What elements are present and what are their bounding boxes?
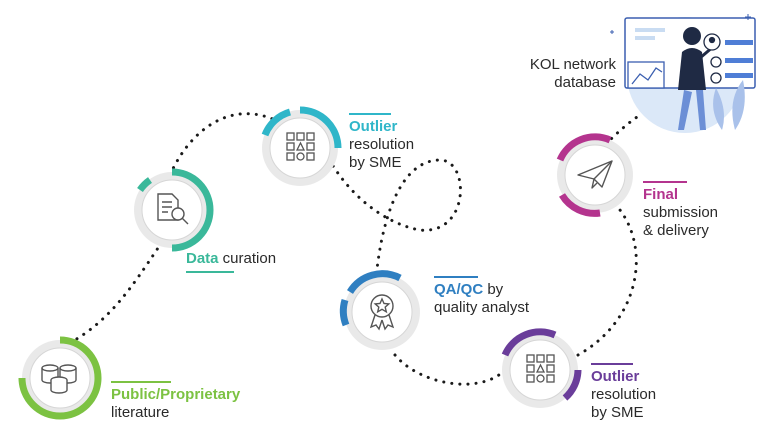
accent-bar — [434, 276, 478, 278]
step-public-text: literature — [111, 404, 170, 421]
step-curation-text: curation — [218, 250, 277, 267]
step-outlier2-title: Outlier — [591, 368, 640, 385]
step-qa-label: QA/QC by quality analyst — [434, 276, 529, 317]
accent-bar — [591, 363, 633, 365]
step-public-node — [18, 336, 102, 420]
step-outlier2-label: Outlier resolution by SME — [591, 363, 656, 422]
grid-shapes-icon — [286, 132, 315, 161]
user-avatar-icon — [703, 33, 722, 84]
step-curation-node — [134, 168, 214, 252]
step-outlier1-line3: by SME — [349, 154, 402, 171]
document-search-icon — [157, 193, 189, 225]
accent-bar — [349, 113, 391, 115]
leaf-decoration — [713, 80, 745, 130]
step-final-line3: & delivery — [643, 222, 709, 239]
step-qa-title: QA/QC — [434, 281, 484, 298]
step-qa-node — [339, 270, 420, 350]
step-final-title: Final — [643, 186, 679, 203]
step-outlier1-node — [261, 106, 342, 186]
database-icon — [41, 364, 77, 394]
step-curation-label: Data curation — [186, 250, 276, 276]
step-outlier2-line2: resolution — [591, 386, 657, 403]
step-qa-text: by — [483, 281, 504, 298]
step-outlier1-line2: resolution — [349, 136, 415, 153]
step-outlier2-line3: by SME — [591, 404, 644, 421]
step-outlier1-title: Outlier — [349, 118, 398, 135]
step-curation-title: Data — [186, 250, 219, 267]
person-icon — [678, 27, 715, 130]
kol-label: KOL network database — [518, 56, 616, 92]
step-qa-line2: quality analyst — [434, 299, 530, 316]
paper-plane-icon — [577, 160, 613, 189]
kol-illustration — [610, 14, 756, 133]
accent-bar — [643, 181, 687, 183]
step-public-label: Public/Proprietary literature — [111, 381, 240, 422]
accent-bar — [186, 271, 234, 273]
step-outlier2-node — [501, 328, 582, 408]
step-final-line2: submission — [643, 204, 719, 221]
grid-shapes-icon — [526, 354, 555, 383]
sparkle-decoration — [610, 14, 751, 34]
line-chart-icon — [627, 61, 665, 89]
accent-bar — [111, 381, 171, 383]
kol-line1: KOL network — [529, 56, 616, 73]
step-final-label: Final submission & delivery — [643, 181, 718, 240]
step-outlier1-label: Outlier resolution by SME — [349, 113, 414, 172]
award-badge-icon — [369, 294, 395, 331]
step-final-node — [556, 133, 633, 217]
step-public-title: Public/Proprietary — [111, 386, 241, 403]
dotted-connector — [68, 112, 642, 386]
kol-line2: database — [554, 74, 616, 91]
